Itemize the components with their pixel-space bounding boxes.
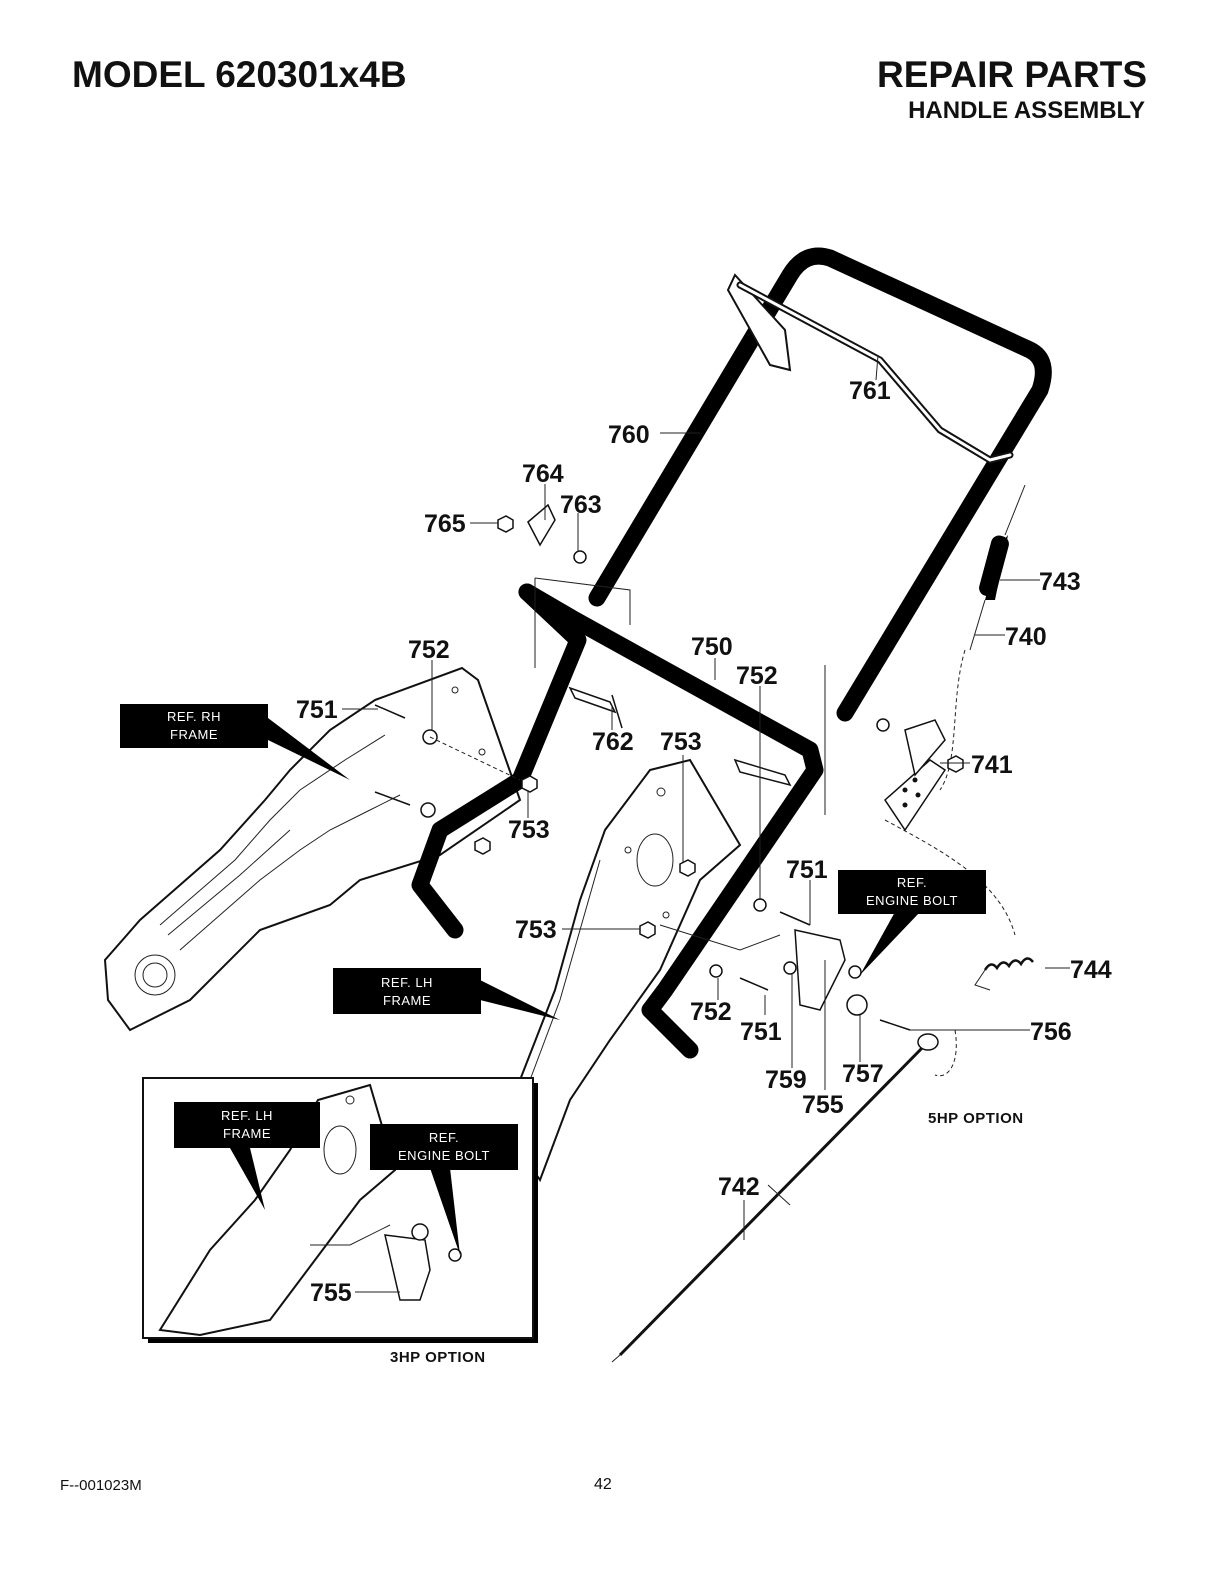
callout-751-a: 751 (296, 696, 338, 724)
inset-ref-lh-frame-line1: REF. LH (221, 1108, 273, 1123)
callout-753-c: 753 (515, 916, 557, 944)
knob-right (877, 719, 963, 775)
callout-743: 743 (1039, 568, 1081, 596)
label-3hp-option: 3HP OPTION (390, 1349, 486, 1366)
ref-engine-bolt-box: REF. ENGINE BOLT (838, 870, 986, 975)
callout-752-b: 752 (736, 662, 778, 690)
ref-rh-frame-line2: FRAME (170, 727, 218, 742)
callout-764: 764 (522, 460, 564, 488)
inset-3hp: REF. LH FRAME REF. ENGINE BOLT 755 (143, 1078, 538, 1343)
callout-751-c: 751 (740, 1018, 782, 1046)
callout-755-a: 755 (802, 1091, 844, 1119)
callout-760: 760 (608, 421, 650, 449)
callout-753-a: 753 (660, 728, 702, 756)
callout-763: 763 (560, 491, 602, 519)
callout-752-a: 752 (408, 636, 450, 664)
callout-761: 761 (849, 377, 891, 405)
callout-756: 756 (1030, 1018, 1072, 1046)
ref-rh-frame-line1: REF. RH (167, 709, 221, 724)
label-5hp-option: 5HP OPTION (928, 1110, 1024, 1127)
callout-759: 759 (765, 1066, 807, 1094)
spring-744 (975, 958, 1033, 990)
callout-752-c: 752 (690, 998, 732, 1026)
inset-ref-engine-bolt-line2: ENGINE BOLT (398, 1148, 490, 1163)
callout-740: 740 (1005, 623, 1047, 651)
callout-753-b: 753 (508, 816, 550, 844)
ref-lh-frame-box: REF. LH FRAME (333, 968, 560, 1020)
callout-755-inset: 755 (310, 1279, 352, 1307)
callout-751-b: 751 (786, 856, 828, 884)
callout-741: 741 (971, 751, 1013, 779)
ref-engine-bolt-line1: REF. (897, 875, 927, 890)
callout-742: 742 (718, 1173, 760, 1201)
callout-762: 762 (592, 728, 634, 756)
ref-lh-frame-line2: FRAME (383, 993, 431, 1008)
footer-document-code: F--001023M (60, 1477, 142, 1494)
ref-lh-frame-line1: REF. LH (381, 975, 433, 990)
inset-ref-lh-frame-line2: FRAME (223, 1126, 271, 1141)
ref-engine-bolt-line2: ENGINE BOLT (866, 893, 958, 908)
page-number: 42 (594, 1476, 612, 1494)
inset-ref-engine-bolt-line1: REF. (429, 1130, 459, 1145)
control-bar (728, 275, 1010, 460)
callout-757: 757 (842, 1060, 884, 1088)
callout-744: 744 (1070, 956, 1112, 984)
callout-750: 750 (691, 633, 733, 661)
callout-765: 765 (424, 510, 466, 538)
